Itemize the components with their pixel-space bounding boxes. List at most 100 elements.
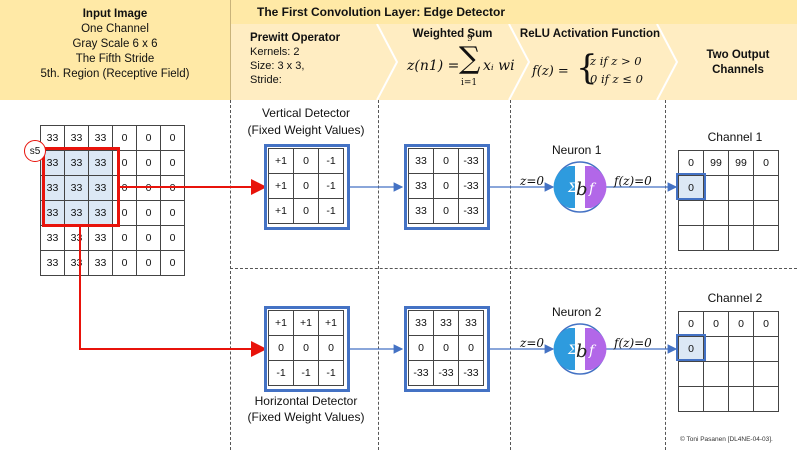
grid-row bbox=[678, 386, 779, 412]
grid-cell: +1 bbox=[268, 198, 294, 224]
grid-cell: 99 bbox=[703, 150, 729, 176]
channel-1-current-cell bbox=[676, 173, 706, 200]
grid-cell: 33 bbox=[88, 150, 113, 176]
grid-cell: 0 bbox=[753, 150, 779, 176]
neuron-1-fsym: f bbox=[588, 181, 597, 197]
grid-cell: -1 bbox=[318, 360, 344, 386]
grid-row bbox=[678, 361, 779, 387]
neuron-1-sigma: Σ bbox=[567, 181, 578, 196]
grid-cell: 33 bbox=[458, 310, 484, 336]
neuron-1-b: b bbox=[576, 179, 588, 200]
layer-title: The First Convolution Layer: Edge Detect… bbox=[256, 5, 506, 19]
input-line-1: One Channel bbox=[81, 23, 149, 35]
grid-cell bbox=[703, 200, 729, 226]
grid-cell bbox=[728, 225, 754, 251]
grid-cell: 33 bbox=[40, 250, 65, 276]
relu-f: f(z) = bbox=[532, 64, 569, 79]
input-image-header: Input Image One Channel Gray Scale 6 x 6… bbox=[0, 0, 231, 100]
prewitt-header: Prewitt Operator Kernels: 2 Size: 3 x 3,… bbox=[250, 24, 390, 100]
neuron-2: Σ b f bbox=[553, 323, 607, 375]
grid-cell bbox=[703, 225, 729, 251]
grid-row bbox=[678, 200, 779, 226]
receptive-field-box bbox=[42, 147, 120, 227]
input-line-4: 5th. Region (Receptive Field) bbox=[40, 68, 190, 80]
grid-cell: 0 bbox=[293, 335, 319, 361]
relu-brace: { bbox=[576, 48, 598, 88]
grid-cell: 99 bbox=[728, 150, 754, 176]
prewitt-line-3: Stride: bbox=[250, 74, 282, 86]
grid-cell: 0 bbox=[112, 225, 137, 251]
prewitt-line-2: Size: 3 x 3, bbox=[250, 60, 305, 72]
grid-cell: +1 bbox=[293, 310, 319, 336]
grid-cell: 0 bbox=[433, 335, 459, 361]
credit: © Toni Pasanen [DL4NE-04-03]. bbox=[680, 436, 773, 443]
neuron-2-label: Neuron 2 bbox=[552, 305, 602, 319]
grid-cell bbox=[678, 386, 704, 412]
grid-cell: 0 bbox=[728, 311, 754, 337]
grid-row: -33-33-33 bbox=[408, 360, 484, 386]
grid-cell bbox=[678, 361, 704, 387]
grid-row: 0 bbox=[678, 175, 779, 201]
neuron-1-z: z=0 bbox=[520, 174, 545, 188]
input-line-3: The Fifth Stride bbox=[75, 53, 155, 65]
sum-upper-limit: 9 bbox=[467, 34, 473, 44]
output-header: Two Output Channels bbox=[688, 24, 788, 100]
grid-cell: -33 bbox=[458, 173, 484, 199]
divider-relu bbox=[665, 100, 666, 450]
grid-cell: 0 bbox=[293, 148, 319, 174]
grid-cell: 0 bbox=[160, 250, 185, 276]
neuron-2-z: z=0 bbox=[520, 336, 545, 350]
neuron-1-label: Neuron 1 bbox=[552, 143, 602, 157]
grid-cell bbox=[753, 200, 779, 226]
grid-cell: 0 bbox=[433, 173, 459, 199]
sum-term: xᵢ wi bbox=[483, 58, 515, 74]
grid-cell bbox=[678, 200, 704, 226]
prewitt-title: Prewitt Operator bbox=[250, 32, 341, 44]
relu-case-1: z if z > 0 bbox=[590, 54, 642, 68]
grid-row: -1-1-1 bbox=[268, 360, 344, 386]
grid-cell bbox=[703, 361, 729, 387]
grid-cell: 33 bbox=[64, 250, 89, 276]
sum-lower-limit: i=1 bbox=[461, 78, 478, 88]
grid-cell: 33 bbox=[64, 175, 89, 201]
grid-cell: 0 bbox=[112, 250, 137, 276]
layer-header-row bbox=[231, 24, 797, 100]
relu-header: ReLU Activation Function f(z) = { z if z… bbox=[510, 24, 670, 100]
grid-cell bbox=[728, 361, 754, 387]
vertical-kernel-frame bbox=[264, 144, 350, 230]
grid-cell: 0 bbox=[678, 150, 704, 176]
grid-cell bbox=[728, 200, 754, 226]
grid-cell bbox=[753, 336, 779, 362]
horizontal-product-frame bbox=[404, 306, 490, 392]
grid-cell bbox=[728, 175, 754, 201]
grid-cell: +1 bbox=[268, 148, 294, 174]
channel-2-label: Channel 2 bbox=[707, 291, 763, 305]
horizontal-kernel-frame bbox=[264, 306, 350, 392]
grid-cell: 0 bbox=[408, 335, 434, 361]
grid-cell bbox=[753, 175, 779, 201]
weighted-sum-lhs: z(n1) = bbox=[407, 58, 460, 74]
grid-cell: 33 bbox=[88, 250, 113, 276]
horizontal-detector-subtitle: (Fixed Weight Values) bbox=[247, 410, 365, 424]
grid-cell bbox=[753, 361, 779, 387]
output-title: Two Output Channels bbox=[706, 49, 770, 76]
grid-cell bbox=[728, 336, 754, 362]
grid-cell: -33 bbox=[458, 148, 484, 174]
divider-wsum bbox=[510, 100, 511, 450]
grid-cell bbox=[728, 386, 754, 412]
vertical-product-frame bbox=[404, 144, 490, 230]
neuron-2-fsym: f bbox=[588, 343, 597, 359]
sigma-symbol: ∑ bbox=[459, 41, 481, 76]
vertical-detector-subtitle: (Fixed Weight Values) bbox=[247, 123, 365, 137]
grid-cell: 0 bbox=[678, 311, 704, 337]
